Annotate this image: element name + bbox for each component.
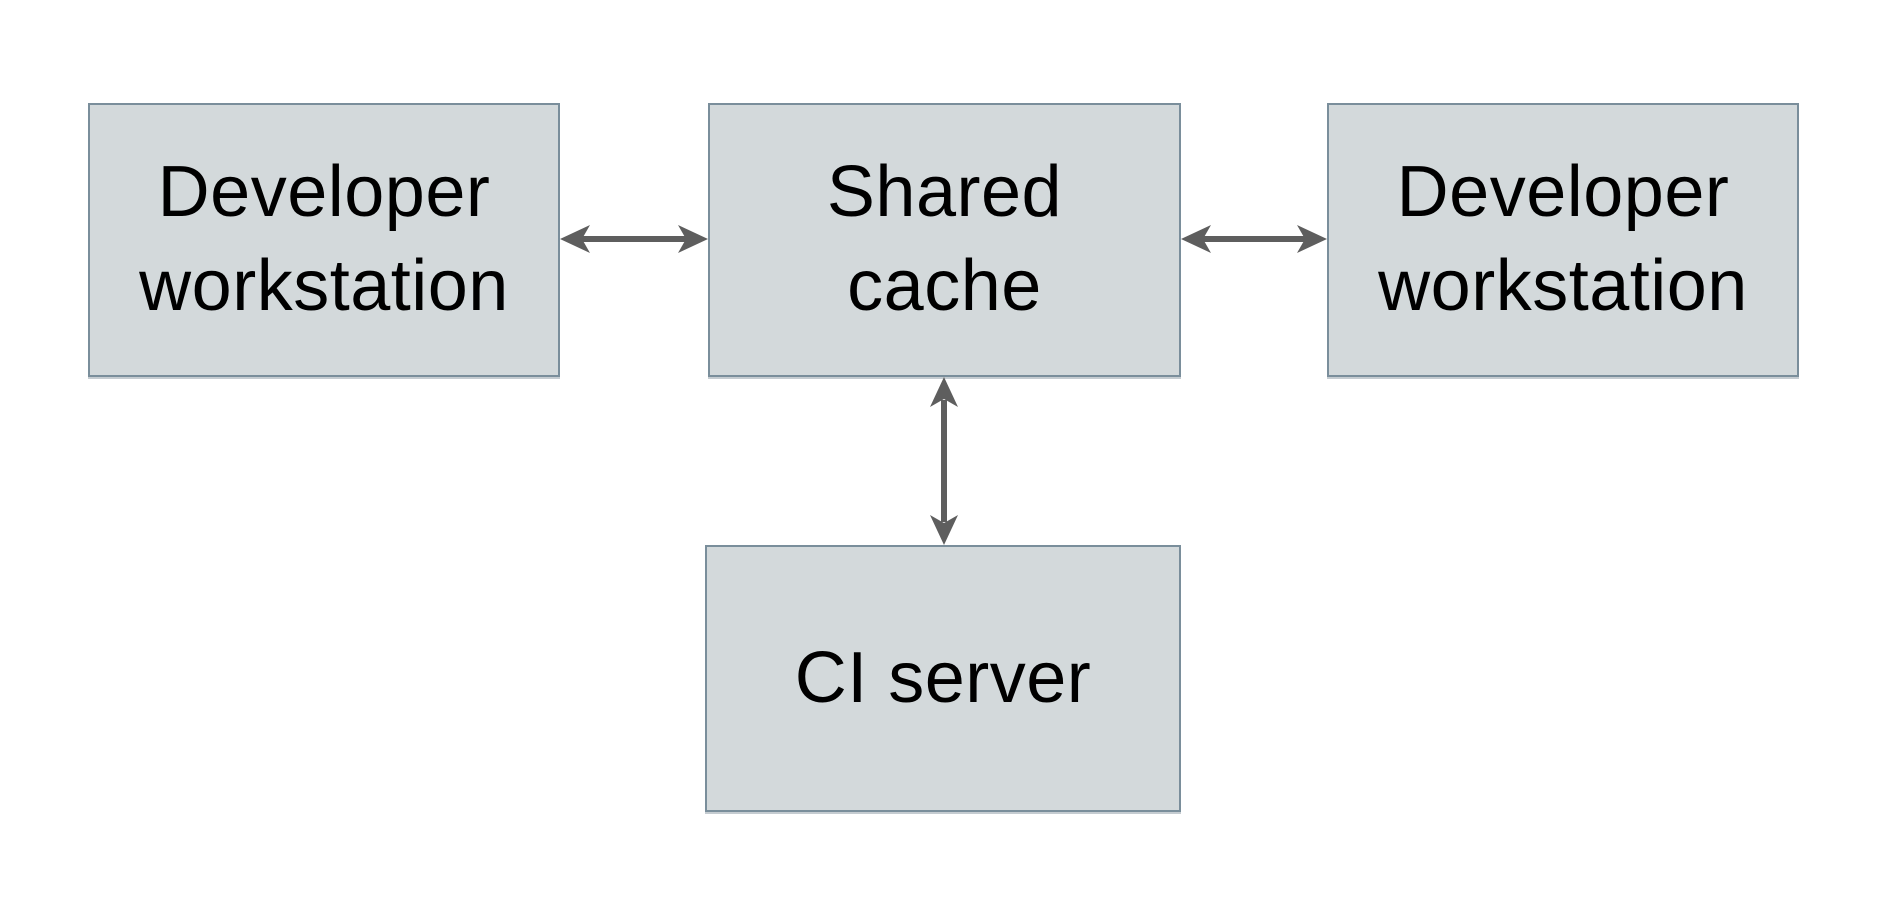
node-shared-cache-label: Shared cache: [826, 152, 1063, 326]
node-developer-workstation-right: Developer workstation: [1327, 103, 1799, 377]
node-shared-cache: Shared cache: [708, 103, 1181, 377]
node-developer-workstation-left: Developer workstation: [88, 103, 560, 377]
node-ci-server-label: CI server: [794, 637, 1092, 718]
node-ci-server: CI server: [705, 545, 1181, 812]
node-developer-workstation-right-label: Developer workstation: [1378, 152, 1748, 326]
arrow-devleft-cache-icon: [556, 211, 712, 267]
arrow-cache-devright-icon: [1177, 211, 1331, 267]
arrow-cache-ciserver-icon: [916, 374, 972, 548]
node-developer-workstation-left-label: Developer workstation: [139, 152, 509, 326]
